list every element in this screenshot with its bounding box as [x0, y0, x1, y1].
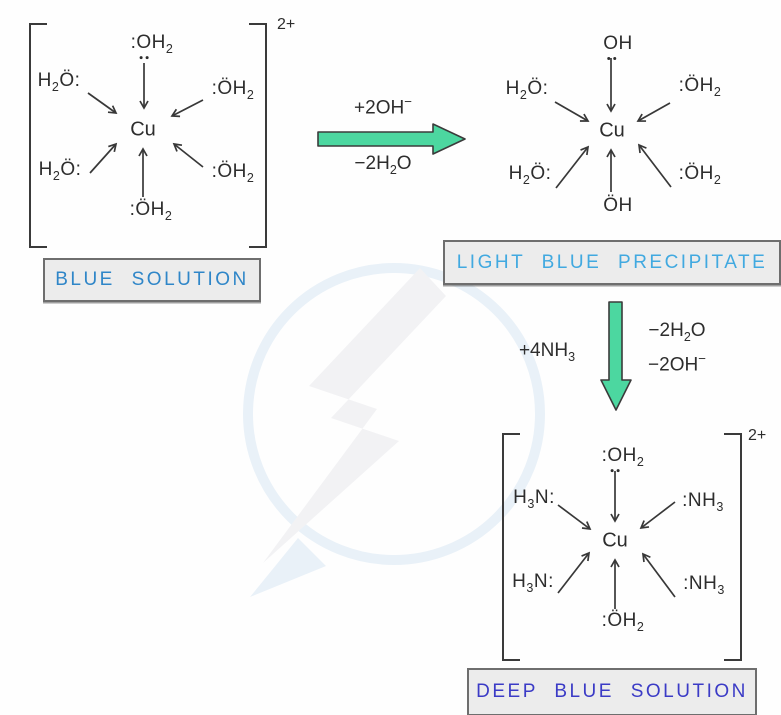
ligand-water-lower-left: H2Ö:: [508, 163, 552, 187]
ligand-water-lower-right: :ÖH2: [678, 163, 722, 187]
ligand-water-upper-left: H2Ö:: [37, 70, 81, 94]
reaction-arrow-right-icon: [317, 123, 466, 155]
reaction-arrow-down-icon: [600, 301, 632, 411]
bracket-left: [29, 23, 47, 248]
ligand-water-lower-right: :ÖH2: [211, 161, 255, 185]
label-text: BLUE SOLUTION: [55, 269, 249, 290]
ligand-water-top: :OH2: [601, 445, 645, 469]
byproduct-label-1: −2H2O: [354, 153, 412, 177]
bracket-right: [724, 433, 742, 661]
label-text: DEEP BLUE SOLUTION: [476, 681, 748, 702]
ligand-hydroxide-bottom: ÖH: [603, 195, 633, 216]
charge-superscript: 2+: [277, 16, 296, 33]
ligand-water-upper-right: :ÖH2: [211, 78, 255, 102]
central-atom-cu: Cu: [130, 118, 156, 141]
label-text: LIGHT BLUE PRECIPITATE: [456, 251, 768, 273]
charge-superscript: 2+: [748, 427, 767, 444]
ligand-hydroxide-top: OH: [603, 33, 633, 54]
label-box-light-blue-precipitate: LIGHT BLUE PRECIPITATE: [443, 240, 781, 285]
coordinate-bond-arrows: [87, 63, 204, 197]
coordinate-bond-arrows: [557, 471, 676, 609]
bracket-left: [502, 433, 520, 661]
ligand-water-bottom: :ÖH2: [129, 199, 173, 223]
watermark-bubble-tail: [250, 538, 326, 597]
central-atom-cu: Cu: [599, 119, 625, 142]
label-box-blue-solution: BLUE SOLUTION: [43, 258, 261, 302]
central-atom-cu: Cu: [602, 529, 628, 552]
ligand-ammonia-lower-left: H3N:: [512, 571, 554, 595]
ligand-ammonia-upper-right: :NH3: [682, 490, 724, 514]
bracket-right: [249, 23, 267, 248]
ligand-water-bottom: :ÖH2: [601, 610, 645, 634]
ligand-ammonia-upper-left: H3N:: [513, 487, 555, 511]
ligand-water-upper-left: H2Ö:: [505, 78, 549, 102]
ligand-water-upper-right: :ÖH2: [678, 75, 722, 99]
reagent-added-label-2: +4NH3: [518, 340, 576, 364]
complex-copper-hydroxide-precipitate: Cu OH H2Ö: H2Ö: :ÖH2 :ÖH2 ÖH: [480, 20, 780, 232]
byproduct-label-2b: −2OH−: [648, 351, 706, 376]
lightning-bolt-icon: [263, 268, 446, 563]
coordinate-bond-arrows: [554, 58, 672, 192]
complex-hexaaqua-copper: 2+ Cu :OH2 H2Ö: H2Ö: :ÖH2 :ÖH2 :ÖH2: [25, 8, 310, 253]
label-box-deep-blue-solution: DEEP BLUE SOLUTION: [467, 668, 757, 715]
reagent-added-label-1: +2OH−: [354, 94, 412, 119]
watermark-circle: [243, 263, 545, 565]
ligand-water-lower-left: H2Ö:: [38, 159, 82, 183]
complex-tetraammine-copper: 2+ Cu :OH2 H3N: H3N: :NH3 :NH3 :ÖH2: [460, 425, 781, 670]
ligand-ammonia-lower-right: :NH3: [683, 573, 725, 597]
byproduct-label-2a: −2H2O: [648, 320, 706, 344]
ligand-water-top: :OH2: [130, 32, 174, 56]
